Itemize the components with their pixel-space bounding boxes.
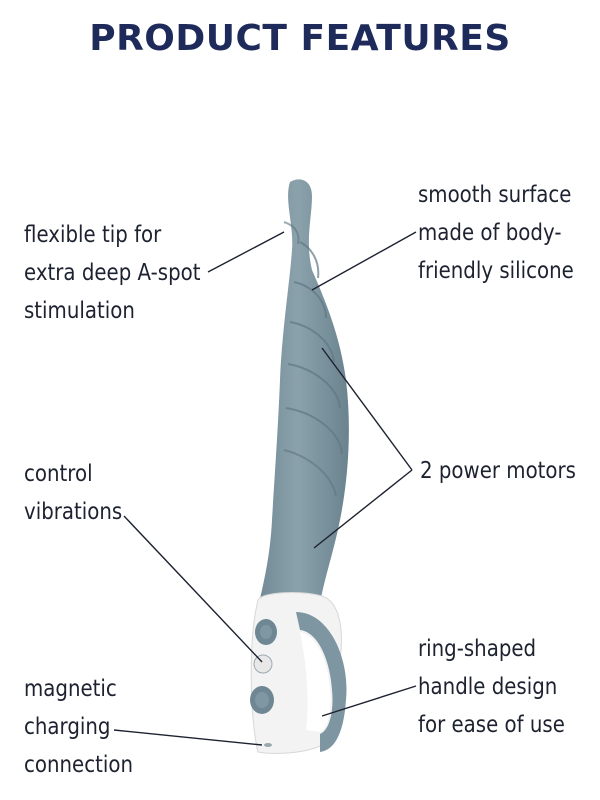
label-line: magnetic: [24, 676, 117, 702]
label-line: connection: [24, 752, 133, 778]
label-magnetic-charging: magnetic charging connection: [24, 670, 133, 784]
label-flexible-tip: flexible tip for extra deep A-spot stimu…: [24, 216, 201, 330]
product-body: [255, 179, 349, 621]
leader-surface: [311, 231, 417, 291]
leader-control: [123, 515, 263, 663]
ring-handle: [296, 612, 347, 752]
label-line: made of body-: [418, 220, 562, 246]
label-smooth-surface: smooth surface made of body- friendly si…: [418, 176, 574, 290]
label-ring-handle: ring-shaped handle design for ease of us…: [418, 630, 565, 744]
ridge-5: [285, 407, 343, 455]
leader-magnetic: [113, 729, 263, 746]
tip-detail: [283, 221, 300, 245]
leader-motors-upper: [321, 347, 413, 471]
leader-motors-lower: [313, 469, 413, 549]
label-line: smooth surface: [418, 182, 572, 208]
ridge-1: [299, 241, 320, 279]
label-line: stimulation: [24, 298, 135, 324]
leader-handle: [321, 685, 417, 717]
ring-opening: [300, 632, 331, 732]
button-mode: [253, 654, 273, 674]
label-line: charging: [24, 714, 111, 740]
ridge-6: [283, 449, 337, 497]
ridge-4: [287, 363, 341, 409]
ridge-2: [293, 281, 327, 319]
leader-tip: [207, 231, 285, 273]
label-line: 2 power motors: [420, 458, 576, 484]
label-line: vibrations: [24, 499, 123, 525]
ridge-3: [289, 321, 335, 363]
label-control-vibrations: control vibrations: [24, 455, 122, 531]
label-power-motors: 2 power motors: [420, 452, 576, 490]
label-line: flexible tip for: [24, 222, 162, 248]
label-line: control: [24, 461, 93, 487]
charging-port: [264, 743, 272, 747]
label-line: extra deep A-spot: [24, 260, 201, 286]
label-line: handle design: [418, 674, 558, 700]
label-line: ring-shaped: [418, 636, 537, 662]
label-line: for ease of use: [418, 712, 565, 738]
label-line: friendly silicone: [418, 258, 574, 284]
page-title: PRODUCT FEATURES: [89, 18, 511, 59]
